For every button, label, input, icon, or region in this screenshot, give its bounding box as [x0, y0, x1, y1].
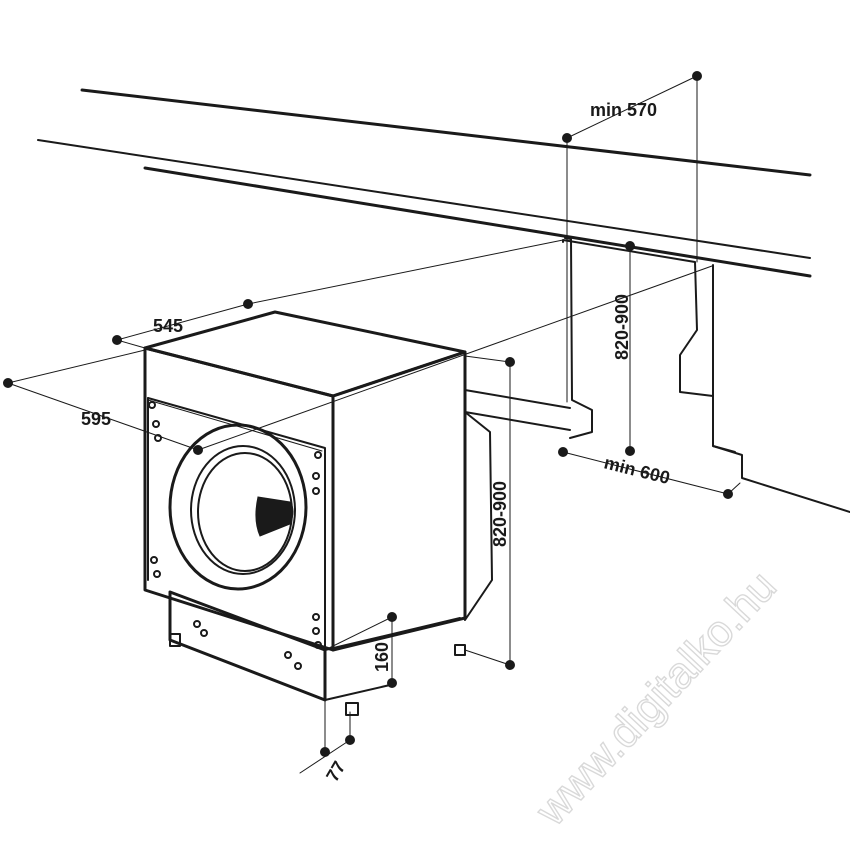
dimension-labels: min 570 820-900 min 600 545 595 820-900 … — [81, 100, 672, 785]
dimension-lines — [7, 75, 741, 774]
label-niche-width: min 600 — [602, 452, 672, 488]
countertop — [37, 88, 812, 278]
label-plinth-recess: 77 — [322, 758, 349, 785]
door-handle-icon — [255, 496, 294, 537]
watermark: www.digitalko.hu — [526, 562, 786, 836]
screw-holes — [148, 401, 322, 670]
label-machine-width: 595 — [81, 409, 111, 429]
label-niche-height: 820-900 — [612, 294, 632, 360]
label-plinth-height: 160 — [372, 642, 392, 672]
cabinet-niche — [464, 237, 850, 513]
label-machine-depth: 545 — [153, 316, 183, 336]
label-niche-depth: min 570 — [590, 100, 657, 120]
door-porthole — [168, 423, 308, 591]
dimension-dots — [3, 71, 733, 757]
label-machine-height: 820-900 — [490, 481, 510, 547]
